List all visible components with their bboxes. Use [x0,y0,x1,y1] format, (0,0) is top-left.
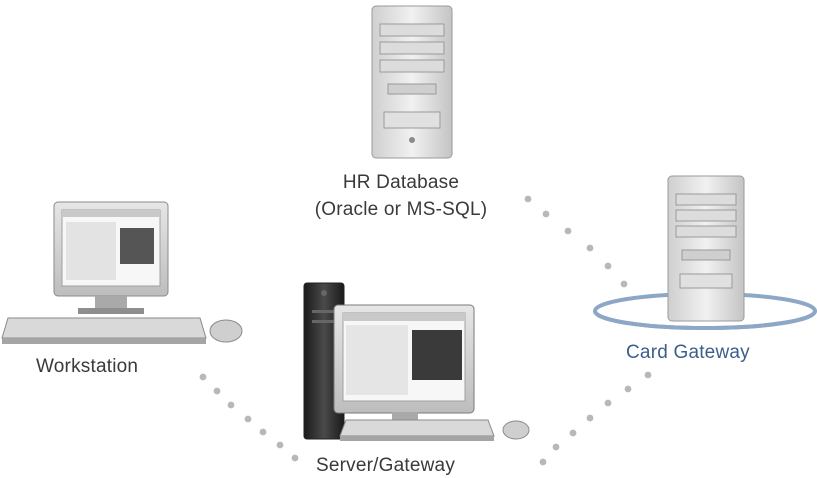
connection-dot [604,399,612,407]
connection-dot [620,280,628,288]
mouse-icon [502,420,530,440]
connection-dot [199,373,207,381]
workstation-label: Workstation [36,356,139,377]
connection-dot [227,401,235,409]
connection-dot [244,415,252,423]
desktop-computer-icon [333,304,475,424]
connection-dot [542,210,550,218]
connection-dot [644,371,652,379]
hr-database-subtitle: (Oracle or MS-SQL) [314,199,488,220]
connection-dot [524,195,532,203]
connection-dot [624,385,632,393]
connection-dot [564,227,572,235]
hr-database-title: HR Database [342,172,460,193]
tower-server-icon [667,175,745,322]
server-gateway-label: Server/Gateway [316,455,456,476]
hr-database-label: HR Database (Oracle or MS-SQL) [256,169,546,223]
connection-dots [199,195,652,466]
keyboard-icon [339,419,495,441]
desktop-computer-icon [53,201,169,314]
connection-dot [276,441,284,449]
connection-dot [259,428,267,436]
tower-server-icon [371,5,453,159]
connection-dot [291,454,299,462]
connection-dot [539,458,547,466]
mouse-icon [209,319,243,343]
connection-dot [569,429,577,437]
keyboard-icon [1,317,207,344]
connection-dot [586,414,594,422]
connection-dot [586,244,594,252]
card-gateway-label: Card Gateway [626,342,750,363]
connection-dot [552,443,560,451]
connection-dot [213,387,221,395]
connection-dot [604,262,612,270]
